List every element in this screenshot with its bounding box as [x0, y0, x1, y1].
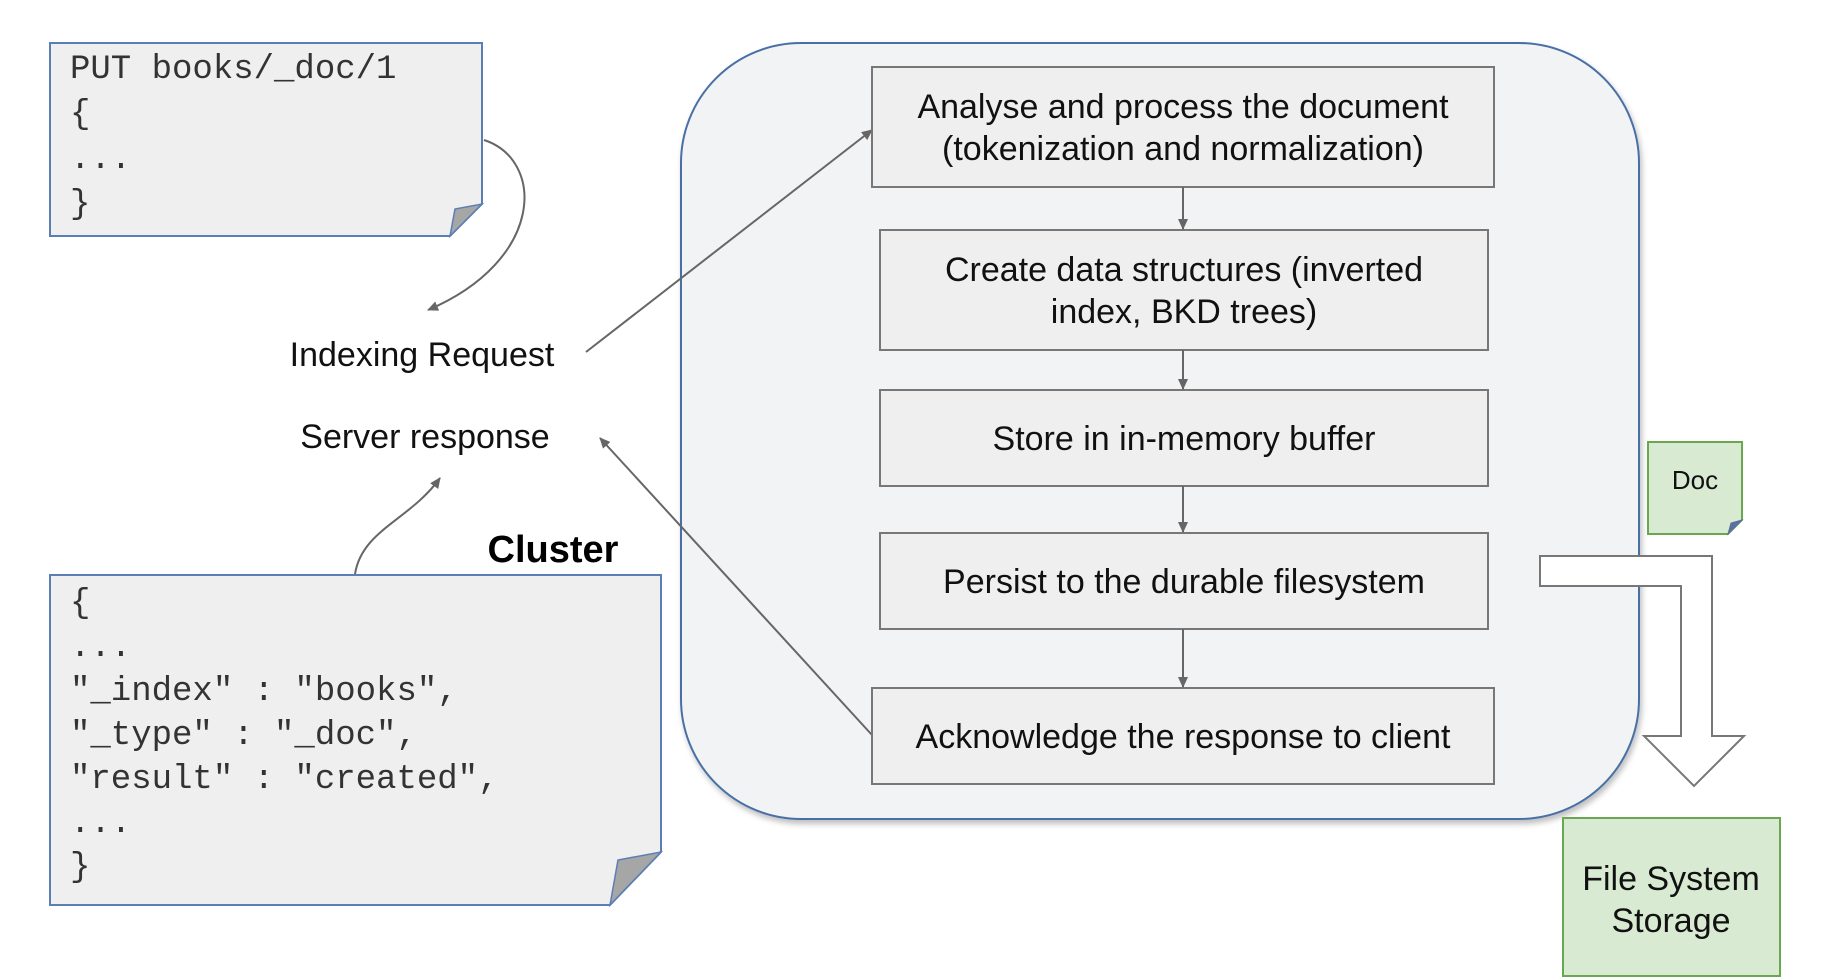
request-code-line: } — [70, 186, 90, 224]
response-code-line: { — [70, 585, 90, 623]
step-box-frame — [871, 66, 1495, 188]
doc-note: Doc — [1647, 441, 1744, 536]
step-label: Store in in-memory buffer — [993, 420, 1376, 458]
persist-to-storage-arrow — [1539, 555, 1747, 788]
cluster-label: Cluster — [488, 529, 619, 571]
step-label: Analyse and process the document — [917, 88, 1449, 126]
step-label: Create data structures (inverted — [945, 251, 1423, 289]
step-label: (tokenization and normalization) — [942, 130, 1424, 168]
response-code-line: "_index" : "books", — [70, 673, 458, 711]
step-box: Create data structures (inverted index, B… — [879, 229, 1489, 351]
step-box-frame — [879, 229, 1489, 351]
request-code-line: ... — [70, 141, 131, 179]
doc-note-label: Doc — [1672, 465, 1718, 495]
storage-label: Storage — [1611, 902, 1730, 940]
step-box-frame — [879, 532, 1489, 630]
server-response-label: Server response — [300, 418, 549, 456]
step-box-frame — [879, 389, 1489, 487]
acknowledge-to-response-arrow — [599, 437, 873, 736]
step-label: Persist to the durable filesystem — [943, 563, 1425, 601]
request-code-line: PUT books/_doc/1 — [70, 51, 396, 89]
request-code-line: { — [70, 96, 90, 134]
step-box: Acknowledge the response to client — [871, 687, 1495, 785]
request-card: PUT books/_doc/1 { ...} — [49, 42, 485, 239]
response-code-line: "result" : "created", — [70, 761, 498, 799]
step-box: Analyse and process the document (tokeniz… — [871, 66, 1495, 188]
request-to-label-arrow — [427, 139, 526, 311]
step-label: Acknowledge the response to client — [916, 718, 1451, 756]
response-code-line: "_type" : "_doc", — [70, 717, 417, 755]
response-to-label-arrow — [354, 477, 441, 575]
response-card: { ... "_index" : "books", "_type" : "_do… — [49, 574, 664, 908]
step-box: Store in in-memory buffer — [879, 389, 1489, 487]
step-label: index, BKD trees) — [1051, 293, 1317, 331]
step-box: Persist to the durable filesystem — [879, 532, 1489, 630]
response-code-line: ... — [70, 629, 131, 667]
processing-steps: Analyse and process the document (tokeniz… — [871, 66, 1495, 785]
request-to-analyse-arrow — [585, 129, 873, 353]
response-code-line: ... — [70, 805, 131, 843]
indexing-request-label: Indexing Request — [290, 336, 555, 374]
step-box-frame — [871, 687, 1495, 785]
response-code-line: } — [70, 849, 90, 887]
storage-label: File System — [1582, 860, 1760, 898]
